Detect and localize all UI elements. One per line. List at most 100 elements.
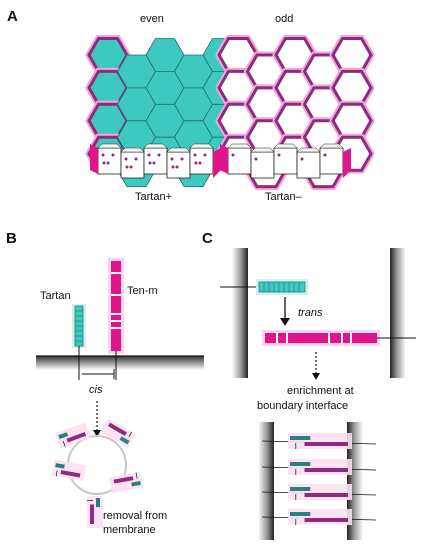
- vesicle-dot: [193, 153, 197, 157]
- vesicle-dot: [157, 153, 161, 157]
- cis-inhibition-arrow: [82, 369, 115, 379]
- vesicle-dot: [180, 157, 184, 161]
- ten-m-receptor: [108, 258, 124, 380]
- vesicle-dot: [101, 153, 105, 157]
- pair-stem: [62, 440, 66, 447]
- cell-box-top: [97, 143, 122, 149]
- ten-m-segment: [60, 470, 81, 478]
- cell-box: [166, 151, 191, 179]
- tartan-receptor-horizontal: [220, 279, 308, 295]
- vesicle-dot: [170, 157, 174, 161]
- vesicle-dot: [171, 165, 175, 169]
- cell-box: [120, 151, 145, 179]
- receptor-pair: [288, 509, 352, 525]
- dotted-arrow-b: [93, 401, 101, 437]
- vesicle-dot: [125, 165, 129, 169]
- pair-glow: [100, 418, 136, 448]
- vesicle-dot: [277, 153, 281, 157]
- tartan-segment: [55, 463, 65, 469]
- receptor-pair: [55, 422, 91, 449]
- cell-box-top: [143, 143, 168, 149]
- tartan-segment: [96, 498, 100, 508]
- receptor-pair: [109, 471, 144, 494]
- vesicle-dot: [175, 165, 179, 169]
- cell-box: [189, 147, 214, 175]
- pair-stem: [55, 470, 58, 477]
- vesicle-dot: [194, 161, 198, 165]
- vesicle-dot: [203, 153, 207, 157]
- pair-stem: [135, 472, 138, 479]
- ten-m-segment: [66, 432, 87, 443]
- cell-boxes-tartan-plus: [90, 143, 221, 179]
- cell-boxes-tartan-minus: [220, 143, 351, 179]
- vesicle-dot: [198, 161, 202, 165]
- ten-m-segment: [90, 504, 94, 524]
- panel-a-letter: A: [7, 8, 18, 25]
- ten-m-label: Ten-m: [127, 285, 158, 297]
- panel-b-letter: B: [6, 230, 17, 247]
- boundary-face: [343, 148, 351, 178]
- tartan-receptor: [72, 304, 86, 380]
- receptor-pair: [51, 459, 86, 482]
- cell-box: [319, 147, 344, 175]
- boundary-face: [220, 144, 228, 174]
- receptor-pairs-boundary: [261, 433, 377, 525]
- vesicle-dot: [111, 153, 115, 157]
- vesicle-dot: [124, 157, 128, 161]
- tartan-plus-label: Tartan+: [135, 191, 172, 203]
- vesicle-dot: [129, 165, 133, 169]
- tartan-segment: [58, 432, 69, 440]
- cell-box-top: [319, 143, 344, 149]
- cell-box-top: [227, 143, 252, 149]
- ten-m-segment: [113, 476, 134, 484]
- tartan-segment: [290, 462, 311, 466]
- ten-m-segment: [304, 493, 348, 497]
- tartan-segment: [131, 480, 141, 487]
- ten-m-segment: [304, 442, 348, 446]
- endocytic-vesicle: [51, 418, 144, 528]
- receptor-pair: [288, 433, 352, 449]
- tartan-segment: [119, 436, 130, 445]
- hexagon-cell: [331, 102, 373, 139]
- ten-m-segment: [107, 422, 127, 436]
- trans-arrow: [280, 297, 290, 326]
- tartan-label: Tartan: [40, 290, 71, 302]
- ten-m-segment: [304, 468, 348, 472]
- odd-label: odd: [275, 13, 293, 25]
- tartan-minus-label: Tartan–: [265, 191, 303, 203]
- pair-glow: [109, 471, 144, 494]
- receptor-pair: [87, 496, 103, 528]
- removal-label-line1: removal from: [103, 510, 167, 522]
- cell-box: [97, 147, 122, 175]
- cell-box-top: [296, 147, 321, 153]
- pair-glow: [51, 459, 86, 482]
- vesicle-dot: [323, 153, 327, 157]
- vesicle-dot: [134, 157, 138, 161]
- vesicle-dot: [106, 161, 110, 165]
- vesicle-dot: [300, 157, 304, 161]
- pair-glow: [288, 459, 352, 475]
- hexagon-cell: [331, 69, 373, 106]
- cell-box-top: [166, 147, 191, 153]
- enrichment-label-line1: enrichment at: [287, 385, 354, 397]
- vesicle-dot: [231, 153, 235, 157]
- pair-glow: [55, 422, 91, 449]
- ten-m-segment: [304, 518, 348, 522]
- receptor-pair: [100, 418, 136, 448]
- pair-glow: [288, 509, 352, 525]
- cell-box: [273, 147, 298, 175]
- panel-c-letter: C: [202, 230, 213, 247]
- cell-box: [143, 147, 168, 175]
- receptor-pair: [288, 459, 352, 475]
- cell-wall-left-bottom: [258, 422, 274, 540]
- cell-box: [296, 151, 321, 179]
- pair-stem: [128, 431, 133, 438]
- tartan-segment: [290, 512, 311, 516]
- cell-box-top: [250, 147, 275, 153]
- vesicle-dot: [254, 157, 258, 161]
- cell-wall-left-top: [232, 248, 248, 378]
- tartan-segment: [290, 487, 311, 491]
- membrane-floor: [36, 356, 204, 370]
- tartan-segment: [290, 436, 311, 440]
